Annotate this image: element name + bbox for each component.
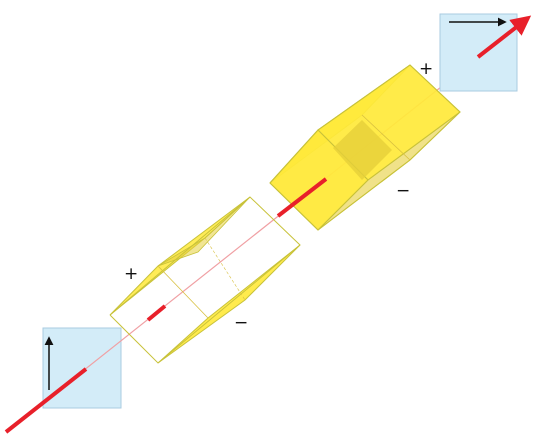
output-polarizer-plate [439, 13, 518, 92]
beam-segment-lower-crystal [146, 304, 167, 322]
lower-crystal [109, 196, 301, 364]
beam-segment-input [4, 367, 88, 434]
lower-plus-label: + [124, 264, 138, 284]
laser-beam [4, 15, 532, 434]
lower-minus-label: − [234, 313, 248, 333]
upper-crystal-outline [269, 64, 461, 231]
lower-crystal-inner-line [204, 237, 246, 301]
upper-minus-label: − [396, 181, 410, 201]
beam-segment-gap [276, 177, 328, 218]
upper-crystal-overlap [333, 120, 392, 180]
output-polarizer [439, 13, 518, 92]
beam-segment-output [476, 15, 532, 59]
lower-crystal-diagonal [157, 265, 209, 319]
upper-plus-label: + [419, 59, 433, 79]
lower-crystal-outline [109, 196, 301, 364]
upper-crystal-diagonal [361, 114, 411, 161]
upper-crystal [269, 64, 461, 231]
